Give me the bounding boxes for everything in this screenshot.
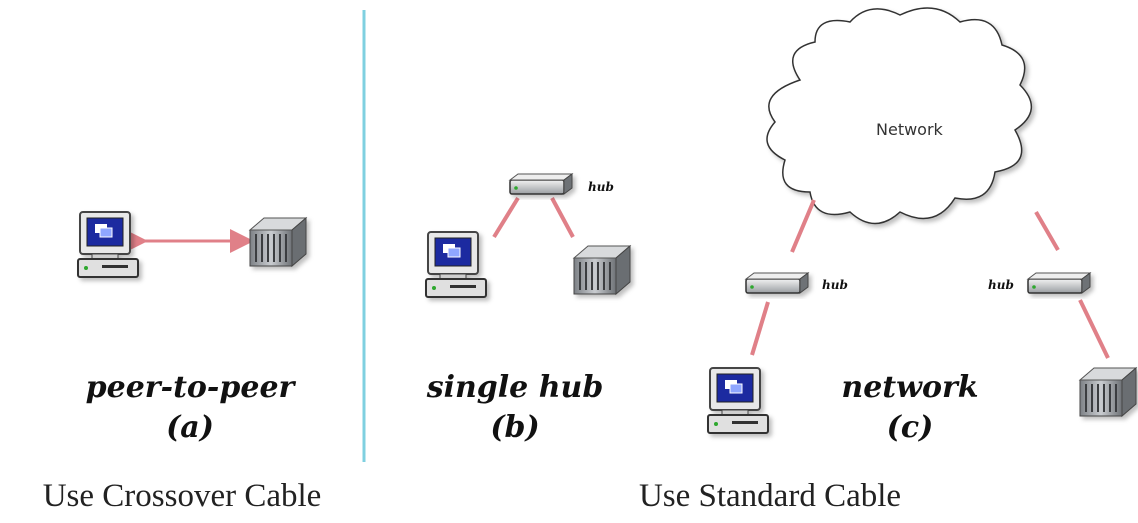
cloud-label: Network	[876, 120, 943, 139]
panel-a-letter: (a)	[166, 410, 214, 445]
panel-a-caption: peer-to-peer (a)	[60, 368, 320, 448]
panel-b-caption: single hub (b)	[400, 368, 630, 448]
panel-a-diagram	[77, 211, 307, 278]
link-line	[1078, 299, 1110, 359]
link-line	[1034, 210, 1060, 252]
panel-b-title: single hub	[426, 370, 604, 405]
link-line	[790, 199, 816, 253]
server-icon	[249, 217, 307, 267]
panel-c-diagram	[707, 7, 1137, 434]
server-icon	[1079, 367, 1137, 417]
hub-icon	[1027, 272, 1091, 294]
panel-a-title: peer-to-peer	[85, 370, 295, 405]
hub-icon	[745, 272, 809, 294]
hub-label: hub	[588, 180, 614, 194]
hub-label: hub	[822, 278, 848, 292]
panel-c-caption: network (c)	[800, 368, 1020, 448]
computer-icon	[425, 231, 487, 298]
link-line	[550, 197, 575, 238]
panel-b-letter: (b)	[490, 410, 540, 445]
link-line	[492, 196, 520, 239]
hub-icon	[509, 173, 573, 195]
server-icon	[573, 245, 631, 295]
panel-c-letter: (c)	[886, 410, 934, 445]
hub-label: hub	[988, 278, 1014, 292]
link-line	[750, 301, 770, 356]
panel-b-diagram	[425, 173, 631, 298]
footer-left: Use Crossover Cable	[42, 478, 322, 514]
cloud-icon	[766, 7, 1032, 225]
computer-icon	[77, 211, 139, 278]
footer-right: Use Standard Cable	[638, 478, 902, 514]
computer-icon	[707, 367, 769, 434]
panel-c-title: network	[841, 370, 979, 405]
